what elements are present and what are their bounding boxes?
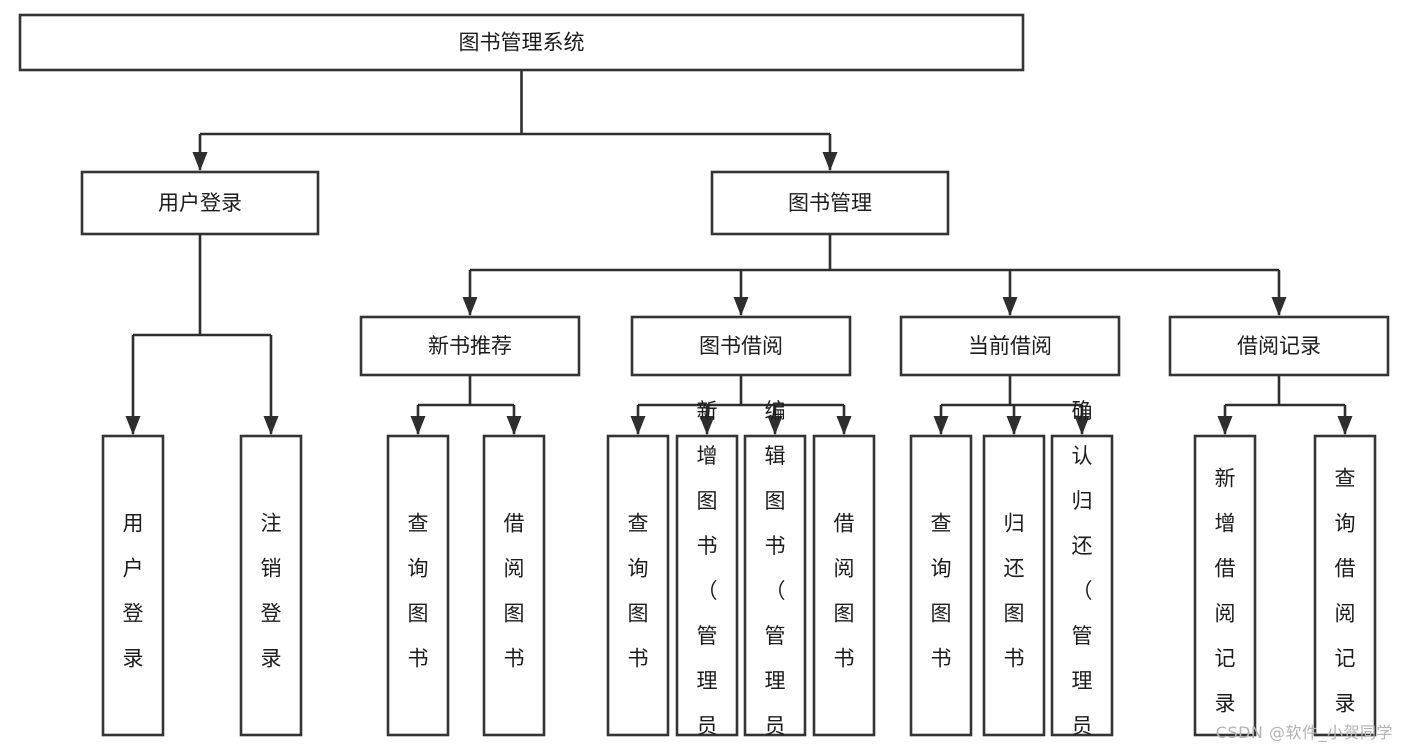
- label-current-borrow: 当前借阅: [968, 334, 1052, 358]
- label-leaf-confirm-return: 确认归还（管理员）: [1072, 399, 1093, 747]
- arrow-to-leaf-query-book-3: [933, 416, 949, 435]
- arrow-to-leaf-edit-book-admin: [767, 416, 783, 435]
- node-leaf-edit-book-admin[interactable]: 编辑图书（管理员）: [743, 399, 807, 747]
- node-leaf-query-book-2[interactable]: 查询图书: [606, 434, 670, 737]
- arrow-to-leaf-query-book-2: [630, 416, 646, 435]
- arrow-to-leaf-add-book-admin: [699, 416, 715, 435]
- node-leaf-query-book-1[interactable]: 查询图书: [386, 434, 450, 737]
- arrow-to-current-borrow: [1002, 297, 1018, 316]
- arrow-to-leaf-return-book: [1006, 416, 1022, 435]
- node-root[interactable]: 图书管理系统: [18, 13, 1025, 72]
- node-leaf-query-borrow-record[interactable]: 查询借阅记录: [1313, 434, 1377, 737]
- label-user-login: 用户登录: [158, 191, 242, 215]
- arrow-to-leaf-user-logout: [263, 416, 279, 435]
- node-leaf-add-book-admin[interactable]: 新增图书（管理员）: [675, 399, 739, 747]
- node-leaf-confirm-return[interactable]: 确认归还（管理员）: [1050, 399, 1114, 747]
- arrow-to-leaf-query-borrow-record: [1337, 416, 1353, 435]
- leafbox-leaf-return-book: [982, 434, 1046, 737]
- arrow-to-book-manage: [822, 152, 838, 171]
- label-leaf-query-borrow-record: 查询借阅记录: [1335, 467, 1356, 716]
- label-book-borrow: 图书借阅: [699, 334, 783, 358]
- box-borrow-record: [1168, 315, 1390, 377]
- node-book-manage[interactable]: 图书管理: [710, 170, 950, 236]
- node-user-login[interactable]: 用户登录: [80, 170, 320, 236]
- label-root: 图书管理系统: [459, 31, 585, 55]
- leafbox-leaf-borrow-book-1: [482, 434, 546, 737]
- node-leaf-borrow-book-2[interactable]: 借阅图书: [812, 434, 876, 737]
- arrow-to-book-borrow: [733, 297, 749, 316]
- arrow-to-leaf-add-borrow-record: [1217, 416, 1233, 435]
- leafbox-leaf-borrow-book-2: [812, 434, 876, 737]
- leafbox-leaf-add-borrow-record: [1193, 434, 1257, 737]
- label-leaf-add-borrow-record: 新增借阅记录: [1215, 467, 1236, 716]
- connector-layer: [125, 70, 1353, 435]
- node-leaf-user-logout[interactable]: 注销登录: [239, 434, 303, 737]
- label-leaf-return-book: 归还图书: [1004, 512, 1025, 671]
- arrow-to-user-login: [192, 152, 208, 171]
- leafbox-leaf-query-book-1: [386, 434, 450, 737]
- label-leaf-user-logout: 注销登录: [261, 512, 282, 671]
- box-new-book-recommend: [359, 315, 581, 377]
- box-user-login: [80, 170, 320, 236]
- leafbox-leaf-query-borrow-record: [1313, 434, 1377, 737]
- label-leaf-query-book-3: 查询图书: [931, 512, 952, 671]
- arrow-to-leaf-borrow-book-2: [836, 416, 852, 435]
- arrow-to-new-book-recommend: [462, 297, 478, 316]
- leafbox-leaf-query-book-3: [909, 434, 973, 737]
- node-leaf-borrow-book-1[interactable]: 借阅图书: [482, 434, 546, 737]
- node-leaf-user-login[interactable]: 用户登录: [101, 434, 165, 737]
- arrow-to-leaf-borrow-book-1: [506, 416, 522, 435]
- box-book-borrow: [630, 315, 852, 377]
- box-book-manage: [710, 170, 950, 236]
- arrow-to-leaf-confirm-return: [1074, 416, 1090, 435]
- node-new-book-recommend[interactable]: 新书推荐: [359, 315, 581, 377]
- box-root: [18, 13, 1025, 72]
- label-borrow-record: 借阅记录: [1237, 334, 1321, 358]
- node-borrow-record[interactable]: 借阅记录: [1168, 315, 1390, 377]
- label-leaf-borrow-book-2: 借阅图书: [834, 512, 855, 671]
- label-leaf-query-book-2: 查询图书: [628, 512, 649, 671]
- leafbox-leaf-add-book-admin: [675, 434, 739, 737]
- label-new-book-recommend: 新书推荐: [428, 334, 512, 358]
- leafbox-leaf-user-login: [101, 434, 165, 737]
- node-leaf-return-book[interactable]: 归还图书: [982, 434, 1046, 737]
- arrow-to-leaf-query-book-1: [410, 416, 426, 435]
- leafbox-leaf-query-book-2: [606, 434, 670, 737]
- label-leaf-query-book-1: 查询图书: [408, 512, 429, 671]
- label-leaf-edit-book-admin: 编辑图书（管理员）: [765, 399, 786, 747]
- leafbox-leaf-edit-book-admin: [743, 434, 807, 737]
- box-current-borrow: [899, 315, 1121, 377]
- node-current-borrow[interactable]: 当前借阅: [899, 315, 1121, 377]
- leafbox-leaf-confirm-return: [1050, 434, 1114, 737]
- node-leaf-add-borrow-record[interactable]: 新增借阅记录: [1193, 434, 1257, 737]
- label-leaf-borrow-book-1: 借阅图书: [504, 512, 525, 671]
- arrow-to-borrow-record: [1271, 297, 1287, 316]
- node-leaf-query-book-3[interactable]: 查询图书: [909, 434, 973, 737]
- csdn-watermark: CSDN @软件_小贺同学: [1215, 723, 1393, 742]
- label-book-manage: 图书管理: [788, 191, 872, 215]
- leafbox-leaf-user-logout: [239, 434, 303, 737]
- label-leaf-add-book-admin: 新增图书（管理员）: [697, 399, 718, 747]
- node-layer: 图书管理系统用户登录图书管理新书推荐图书借阅当前借阅借阅记录用户登录注销登录查询…: [18, 13, 1390, 747]
- label-leaf-user-login: 用户登录: [123, 512, 144, 671]
- node-book-borrow[interactable]: 图书借阅: [630, 315, 852, 377]
- arrow-to-leaf-user-login: [125, 416, 141, 435]
